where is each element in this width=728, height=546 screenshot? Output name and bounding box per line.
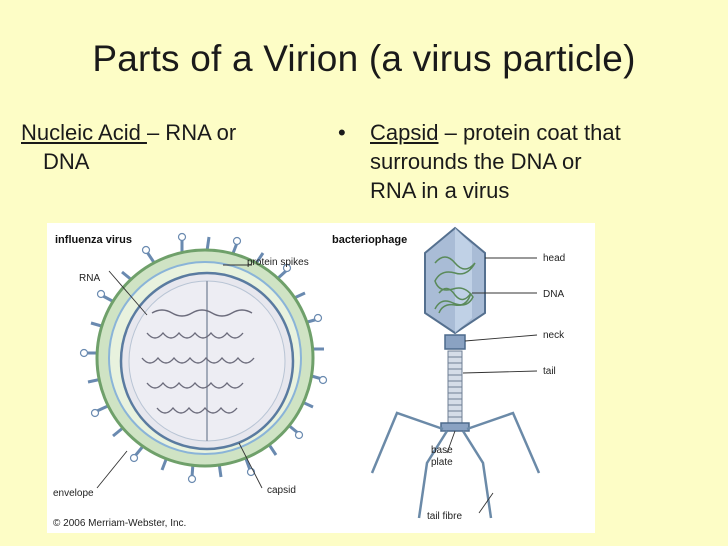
influenza-virus-illustration: influenza virus RNA protein spikes envel…: [53, 232, 328, 499]
bullet-icon: •: [338, 120, 346, 145]
virus-diagram-figure: influenza virus RNA protein spikes envel…: [47, 223, 595, 533]
label-envelope: envelope: [53, 488, 94, 499]
label-rna: RNA: [79, 273, 100, 284]
capsid-text: • Capsid – protein coat that surrounds t…: [338, 118, 718, 205]
capsid-desc-line2: surrounds the DNA or: [370, 149, 582, 174]
label-tail: tail: [543, 366, 556, 377]
label-protein-spikes: protein spikes: [247, 257, 309, 268]
copyright-text: © 2006 Merriam-Webster, Inc.: [53, 518, 186, 529]
nucleic-acid-desc-line2: DNA: [43, 149, 90, 174]
nucleic-acid-text: Nucleic Acid – RNA or DNA: [21, 118, 311, 176]
capsid-line1: Capsid – protein coat that: [370, 118, 718, 147]
label-tail-fibre: tail fibre: [427, 511, 462, 522]
bacteriophage-heading: bacteriophage: [332, 234, 407, 246]
label-neck: neck: [543, 330, 565, 341]
slide-title: Parts of a Virion (a virus particle): [92, 38, 636, 79]
capsid-desc-line1: – protein coat that: [438, 120, 621, 145]
label-base: base: [431, 445, 453, 456]
virus-diagram-svg: influenza virus RNA protein spikes envel…: [53, 226, 565, 529]
label-plate: plate: [431, 457, 453, 468]
label-capsid: capsid: [267, 485, 296, 496]
bacteriophage-illustration: bacteriophage: [332, 226, 565, 522]
capsid-term: Capsid: [370, 120, 439, 145]
label-dna: DNA: [543, 289, 564, 300]
nucleic-acid-desc-line1: – RNA or: [146, 120, 237, 145]
label-head: head: [543, 253, 565, 264]
influenza-heading: influenza virus: [55, 234, 132, 246]
nucleic-acid-term: Nucleic Acid: [21, 120, 147, 145]
capsid-desc-line3: RNA in a virus: [370, 178, 510, 203]
